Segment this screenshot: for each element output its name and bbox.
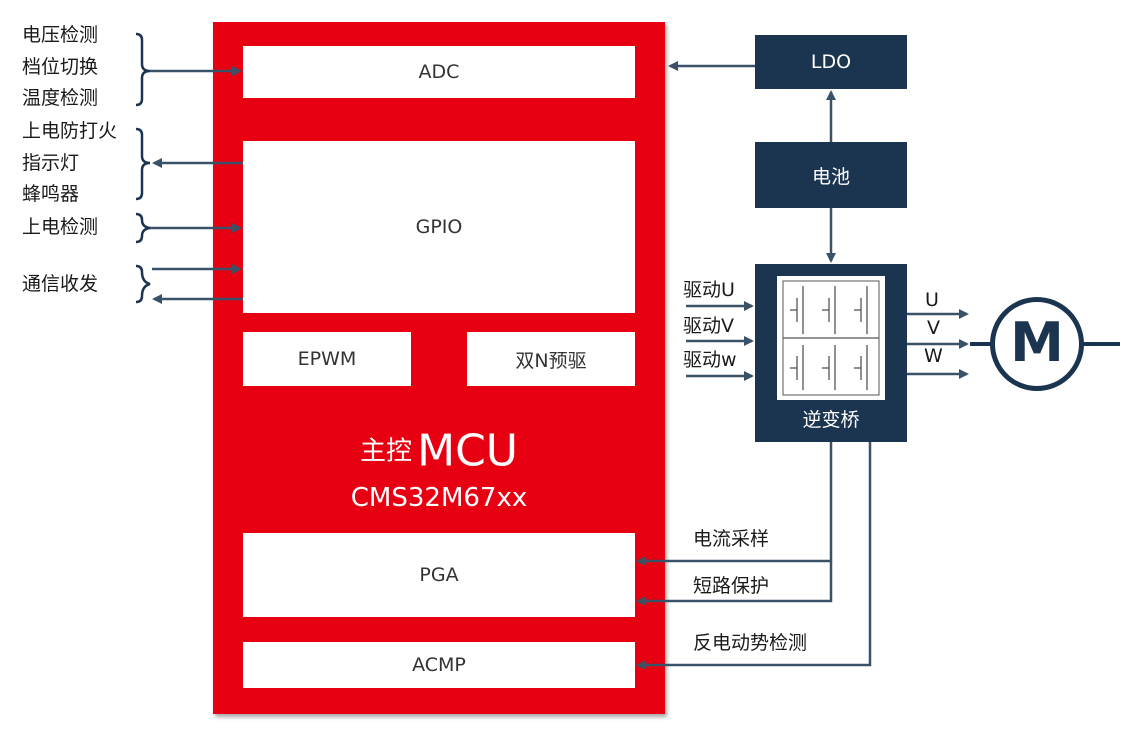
label-spark-protect: 上电防打火	[22, 120, 118, 142]
label-comm: 通信收发	[22, 273, 99, 295]
label-bemf-detect: 反电动势检测	[693, 632, 808, 654]
pga-block: PGA	[243, 533, 635, 617]
label-temp-detect: 温度检测	[22, 87, 99, 109]
adc-block: ADC	[243, 46, 635, 98]
bracket-gpio-out	[135, 127, 151, 201]
label-drive-w: 驱动w	[683, 349, 737, 371]
label-indicator: 指示灯	[22, 152, 80, 174]
label-drive-v: 驱动V	[683, 315, 734, 337]
gpio-block: GPIO	[243, 141, 635, 313]
bracket-comm	[135, 264, 151, 304]
ldo-block: LDO	[755, 35, 907, 89]
motor-circle	[990, 297, 1084, 391]
label-current-sample: 电流采样	[693, 528, 770, 550]
acmp-block: ACMP	[243, 642, 635, 688]
line-short-protect	[636, 561, 833, 606]
line-bemf	[636, 442, 872, 670]
label-short-protect: 短路保护	[693, 575, 770, 597]
mcu-model: CMS32M67xx	[350, 483, 528, 513]
label-phase-v: V	[927, 317, 940, 339]
label-power-detect: 上电检测	[22, 216, 99, 238]
label-gear-switch: 档位切换	[22, 56, 99, 78]
inverter-label: 逆变桥	[802, 409, 860, 431]
mcu-title: 主控 MCU	[213, 424, 665, 478]
label-drive-u: 驱动U	[683, 279, 735, 301]
line-current-sample	[636, 442, 833, 566]
motor-label: M	[1010, 311, 1064, 374]
label-voltage-detect: 电压检测	[22, 24, 99, 46]
bracket-power	[135, 212, 151, 244]
bracket-adc	[135, 32, 151, 107]
label-buzzer: 蜂鸣器	[22, 183, 80, 205]
epwm-block: EPWM	[243, 332, 411, 386]
label-phase-u: U	[925, 289, 939, 311]
transistor-bridge-icon	[782, 280, 880, 396]
battery-block: 电池	[755, 142, 907, 208]
mcu-title-main: MCU	[417, 425, 518, 477]
label-phase-w: W	[924, 345, 943, 367]
predriver-block: 双N预驱	[467, 332, 635, 386]
mcu-title-prefix: 主控	[360, 436, 413, 467]
